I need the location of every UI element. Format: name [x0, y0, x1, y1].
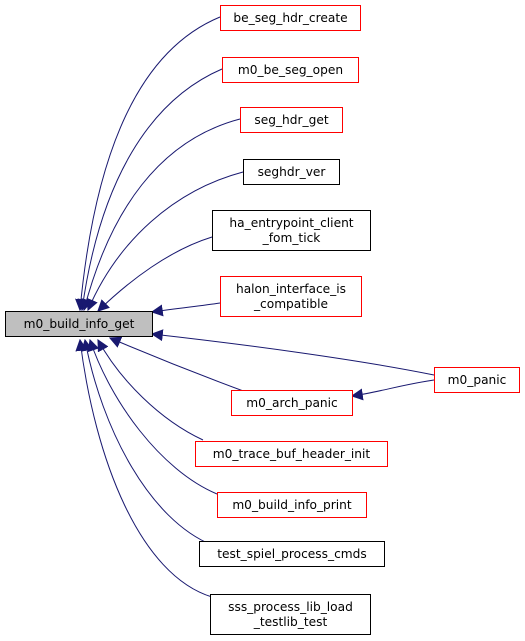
edge-test-spiel: [81, 338, 213, 546]
edge-seg-hdr-get: [80, 118, 241, 312]
node-m0-build-info-get[interactable]: m0_build_info_get: [5, 311, 153, 337]
node-halon-interface-is-compatible[interactable]: halon_interface_is_compatible: [220, 276, 362, 317]
node-seg-hdr-get[interactable]: seg_hdr_get: [240, 107, 343, 133]
node-label-line: be_seg_hdr_create: [233, 11, 347, 25]
edge-trace-buf-header: [97, 338, 204, 441]
node-box: [222, 57, 359, 83]
node-box: [195, 441, 388, 467]
node-m0-build-info-print[interactable]: m0_build_info_print: [217, 492, 367, 518]
node-label-line: seghdr_ver: [258, 165, 327, 179]
node-ha-entrypoint-client-fom-tick[interactable]: ha_entrypoint_client_fom_tick: [212, 210, 371, 251]
node-box: [220, 276, 362, 317]
node-box: [210, 594, 371, 635]
node-box: [231, 390, 353, 416]
node-m0-trace-buf-header-init[interactable]: m0_trace_buf_header_init: [195, 441, 388, 467]
node-label-line: _fom_tick: [262, 231, 322, 245]
edge-arch-panic: [108, 336, 247, 393]
node-box: [240, 107, 343, 133]
node-label-line: halon_interface_is: [236, 282, 346, 296]
node-m0-panic[interactable]: m0_panic: [434, 367, 520, 393]
edge-build-info-print: [87, 338, 218, 495]
node-m0-be-seg-open[interactable]: m0_be_seg_open: [222, 57, 359, 83]
node-label-line: m0_build_info_print: [232, 498, 352, 512]
node-label-line: ha_entrypoint_client: [229, 216, 353, 230]
node-box: [434, 367, 520, 393]
node-m0-arch-panic[interactable]: m0_arch_panic: [231, 390, 353, 416]
edge-halon-interface: [150, 302, 221, 317]
node-box: [243, 159, 340, 185]
node-label-line: m0_trace_buf_header_init: [213, 447, 371, 461]
edge-layer: [75, 16, 435, 598]
node-box: [199, 541, 385, 567]
node-layer: m0_build_info_get be_seg_hdr_create m0_b…: [5, 5, 520, 635]
node-label-line: m0_be_seg_open: [238, 63, 343, 77]
node-box: [217, 492, 367, 518]
node-label-line: m0_build_info_get: [24, 317, 135, 331]
edge-m0-be-seg-open: [77, 68, 223, 312]
node-label-line: sss_process_lib_load: [228, 600, 353, 614]
node-box: [220, 5, 361, 31]
edge-ha-entrypoint-client: [97, 236, 213, 312]
node-sss-process-lib-load-testlib-test[interactable]: sss_process_lib_load_testlib_test: [210, 594, 371, 635]
node-label-line: test_spiel_process_cmds: [217, 547, 367, 561]
node-label-line: seg_hdr_get: [254, 113, 328, 127]
node-box: [5, 311, 153, 337]
node-be-seg-hdr-create[interactable]: be_seg_hdr_create: [220, 5, 361, 31]
edge-seghdr-ver: [86, 171, 244, 312]
node-label-line: m0_arch_panic: [246, 396, 337, 410]
edge-m0-panic-root: [150, 329, 435, 376]
node-label-line: m0_panic: [448, 373, 507, 387]
node-label-line: _testlib_test: [253, 615, 328, 629]
node-box: [212, 210, 371, 251]
edge-sss-process-lib: [75, 338, 213, 598]
node-test-spiel-process-cmds[interactable]: test_spiel_process_cmds: [199, 541, 385, 567]
edge-be-seg-hdr-create: [75, 16, 221, 312]
node-label-line: _compatible: [253, 297, 328, 311]
node-seghdr-ver[interactable]: seghdr_ver: [243, 159, 340, 185]
edge-m0-panic-arch: [350, 379, 435, 401]
